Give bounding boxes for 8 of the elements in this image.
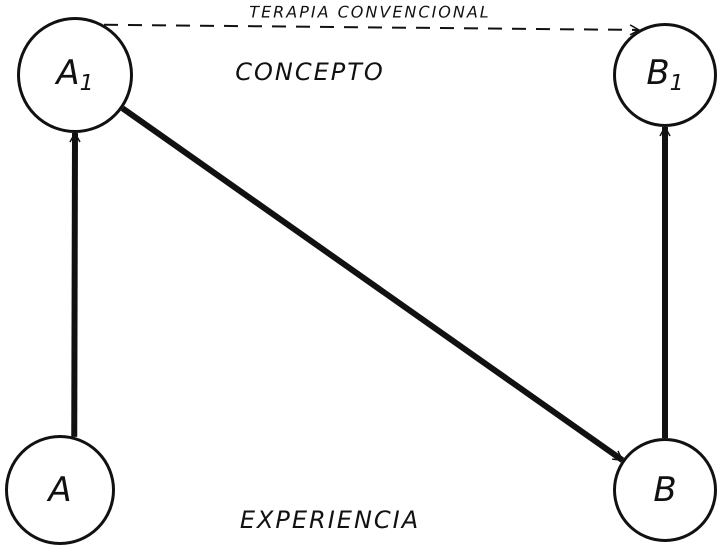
node-label: B$_{1}$ — [646, 56, 684, 94]
arrow — [104, 24, 640, 36]
node-label: A — [48, 473, 72, 507]
node-label: B — [653, 473, 677, 507]
node-label: A$_{1}$ — [56, 56, 94, 94]
arrow — [659, 126, 671, 438]
arrow — [120, 106, 624, 463]
arrow — [69, 132, 81, 437]
